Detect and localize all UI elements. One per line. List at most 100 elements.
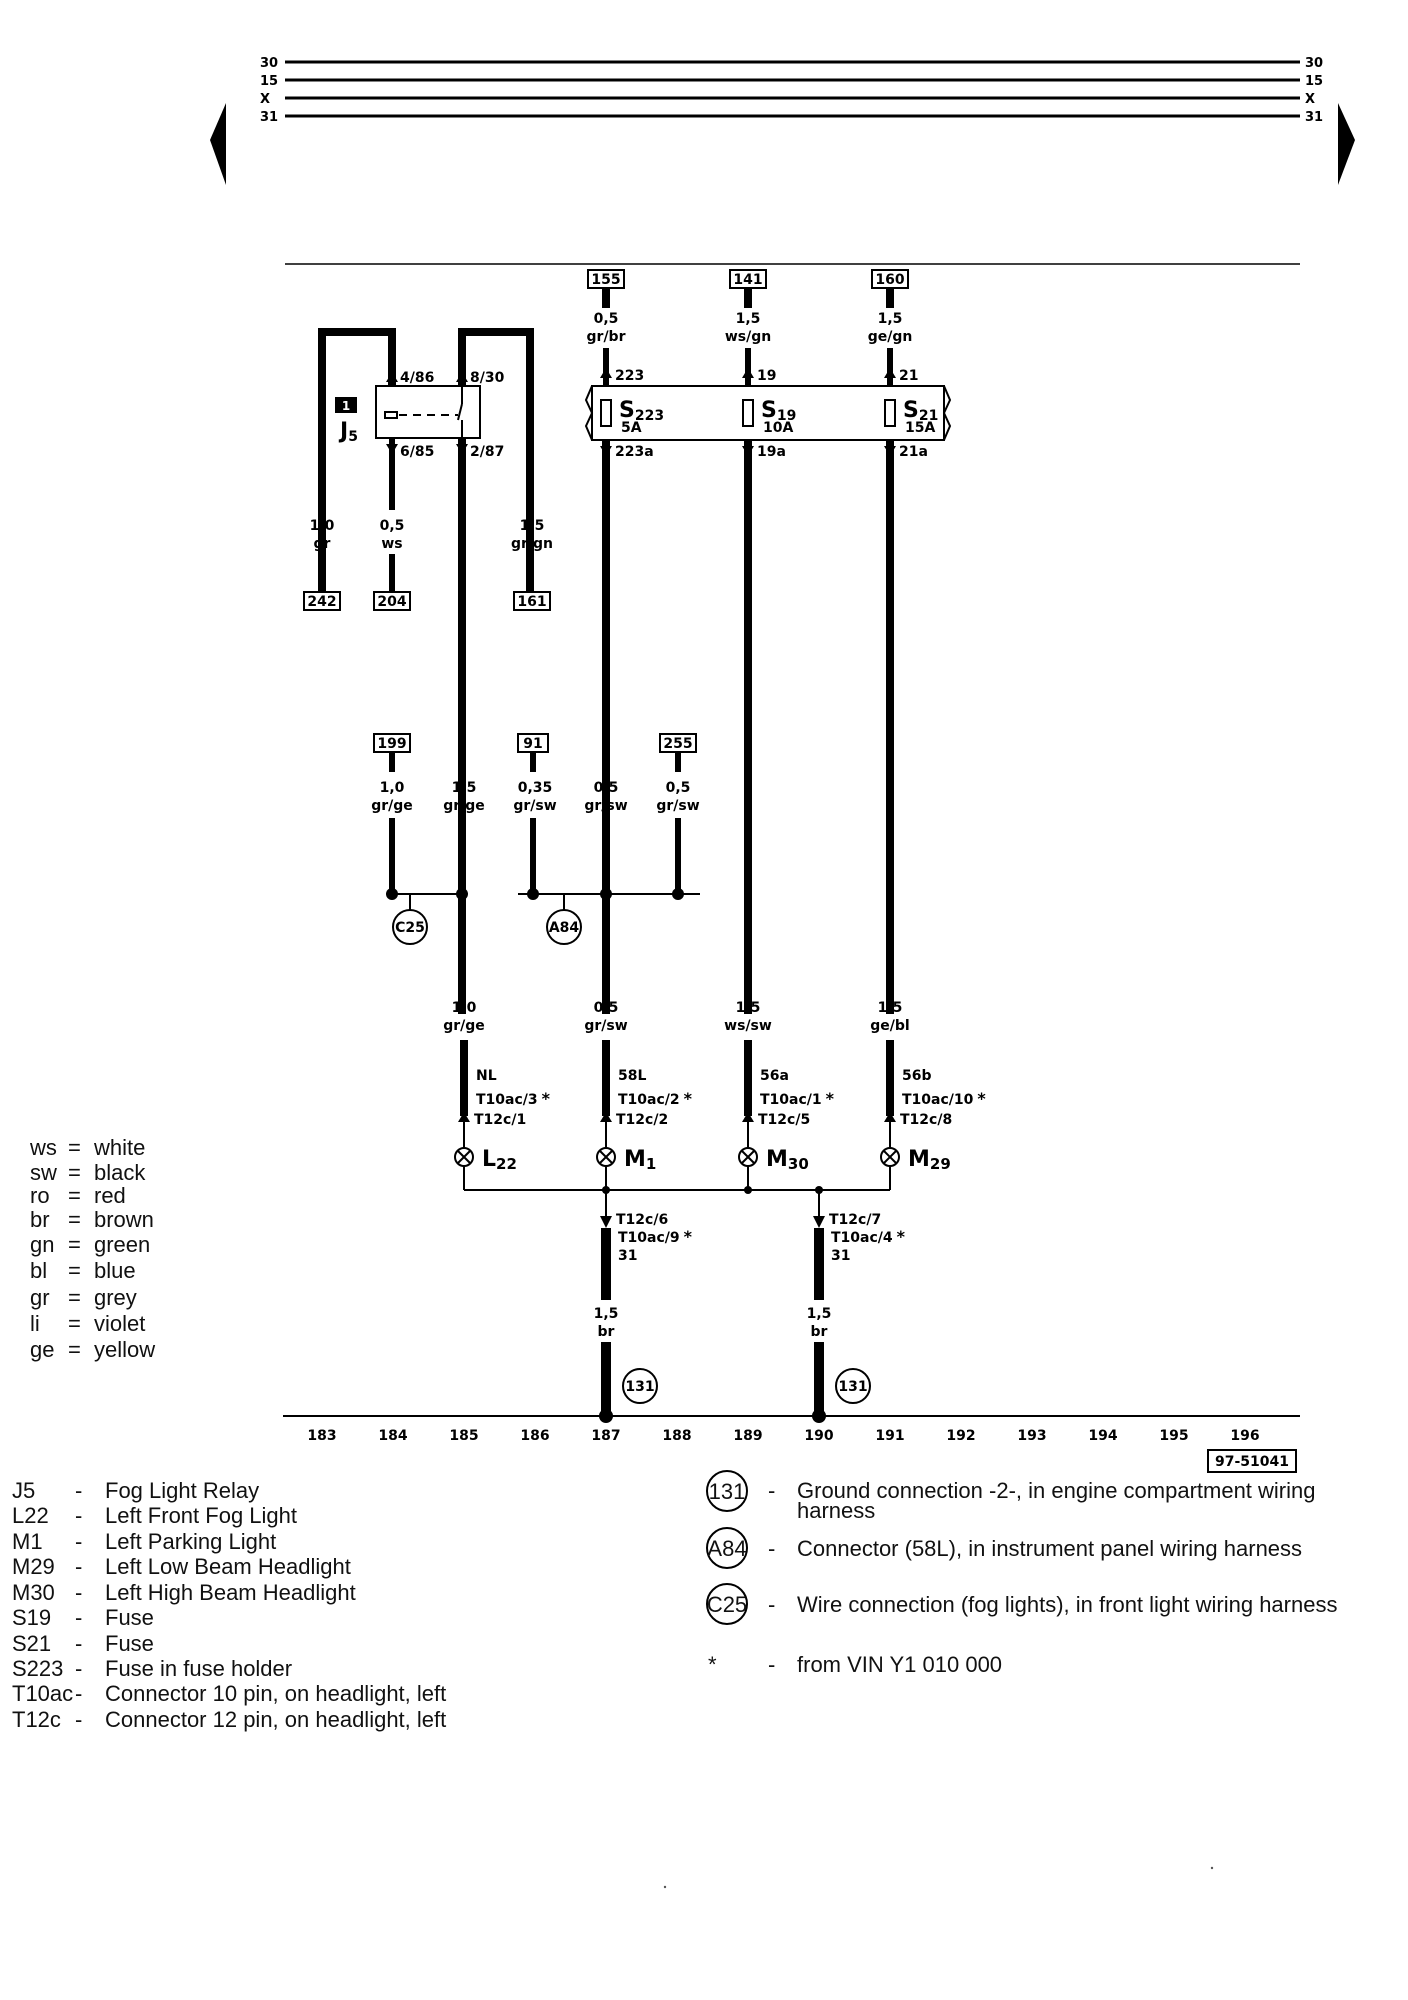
- connection-desc: Wire connection (fog lights), in front l…: [797, 1592, 1337, 1617]
- relay-badge: 1: [342, 399, 350, 413]
- ground-131-label-1: 131: [625, 1379, 654, 1395]
- component-dash: -: [75, 1707, 82, 1732]
- component-dash: -: [75, 1529, 82, 1554]
- ground-131-icon: [622, 1368, 658, 1404]
- connection-symbol: A84: [707, 1536, 746, 1561]
- legend-eq: =: [68, 1183, 81, 1208]
- lower-color-l22: gr/ge: [443, 1018, 485, 1034]
- ref-box-155: 155: [591, 272, 620, 288]
- legend-eq: =: [68, 1207, 81, 1232]
- component-dash: -: [75, 1656, 82, 1681]
- components-legend: J5 - Fog Light Relay L22 - Left Front Fo…: [12, 1478, 446, 1732]
- ref-box-242: 242: [307, 594, 336, 610]
- wire-color-204: ws: [381, 536, 402, 552]
- fuse-s223-name: S223: [619, 398, 664, 424]
- wire-gauge-242: 1,0: [310, 518, 335, 534]
- fuse-s19-amp: 10A: [763, 420, 793, 436]
- mid-color-a84-b: gr/sw: [584, 798, 627, 814]
- ground-1-gauge: 1,5: [594, 1306, 619, 1322]
- ref-box-160: 160: [875, 272, 904, 288]
- ref-box-141: 141: [733, 272, 762, 288]
- rail-label-x-right: X: [1305, 92, 1315, 107]
- wire-color-s19: ws/gn: [725, 329, 771, 345]
- t12-l22: T12c/1: [474, 1112, 526, 1128]
- legend-code: br: [30, 1207, 50, 1232]
- arrow-left-icon[interactable]: [210, 103, 226, 185]
- component-desc: Fog Light Relay: [105, 1478, 259, 1503]
- t12-m29: T12c/8: [900, 1112, 952, 1128]
- lower-gauge-m29: 1,5: [878, 1000, 903, 1016]
- relay-name: J5: [338, 419, 358, 445]
- track-184: 184: [378, 1428, 407, 1444]
- wire-gauge-s21: 1,5: [878, 311, 903, 327]
- connection-desc: from VIN Y1 010 000: [797, 1652, 1002, 1677]
- track-186: 186: [520, 1428, 549, 1444]
- connection-symbol: 131: [709, 1479, 746, 1504]
- t12-ground-1: T12c/6: [616, 1212, 668, 1228]
- component-desc: Left Low Beam Headlight: [105, 1554, 351, 1579]
- legend-eq: =: [68, 1232, 81, 1257]
- fuse-pin-223a: 223a: [615, 444, 654, 460]
- component-code: S223: [12, 1656, 63, 1681]
- ground-131-legend-icon: [706, 1470, 748, 1512]
- ref-box-255: 255: [663, 736, 692, 752]
- connection-symbol: *: [708, 1652, 717, 1677]
- power-rails: 30 15 X 31 30 15 X 31: [260, 56, 1323, 125]
- mid-color-a84-c: gr/sw: [656, 798, 699, 814]
- t10-ground-2: T10ac/4*: [831, 1227, 906, 1246]
- term-56a: 56a: [760, 1068, 789, 1084]
- lamp-m30: M30: [738, 1147, 809, 1173]
- relay-j5: 4/86 8/30 1 J5 6/85 2/87: [318, 328, 534, 1014]
- track-188: 188: [662, 1428, 691, 1444]
- t10-m1: T10ac/2*: [618, 1089, 693, 1108]
- mid-gauge-a84-c: 0,5: [666, 780, 691, 796]
- relay-pin-2-87: 2/87: [470, 444, 504, 460]
- arrow-right-icon[interactable]: [1338, 103, 1355, 185]
- term-58l: 58L: [618, 1068, 646, 1084]
- mid-color-c25-b: gr/ge: [443, 798, 485, 814]
- component-desc: Left High Beam Headlight: [105, 1580, 356, 1605]
- wire-gauge-204: 0,5: [380, 518, 405, 534]
- legend-eq: =: [68, 1160, 81, 1185]
- component-code: S21: [12, 1631, 51, 1656]
- connection-c25-legend-icon: [706, 1583, 748, 1625]
- legend-code: ro: [30, 1183, 50, 1208]
- component-desc: Left Parking Light: [105, 1529, 276, 1554]
- ground-1-color: br: [598, 1324, 615, 1340]
- connection-a84-icon: [546, 909, 582, 945]
- t10-m30: T10ac/1*: [760, 1089, 835, 1108]
- legend-color: red: [94, 1183, 126, 1208]
- fuse-s223-icon: [600, 399, 612, 427]
- track-187: 187: [591, 1428, 620, 1444]
- ground-2-gauge: 1,5: [807, 1306, 832, 1322]
- fuse-s223-amp: 5A: [621, 420, 642, 436]
- track-190: 190: [804, 1428, 833, 1444]
- connection-dash: -: [768, 1536, 775, 1561]
- legend-code: ge: [30, 1337, 54, 1362]
- component-desc: Fuse: [105, 1605, 154, 1630]
- track-185: 185: [449, 1428, 478, 1444]
- component-dash: -: [75, 1580, 82, 1605]
- relay-pin-4-86: 4/86: [400, 370, 434, 386]
- t10-ground-1: T10ac/9*: [618, 1227, 693, 1246]
- legend-code: li: [30, 1311, 40, 1336]
- lower-color-m1: gr/sw: [584, 1018, 627, 1034]
- wire-color-s21: ge/gn: [868, 329, 913, 345]
- connection-dash: -: [768, 1652, 775, 1677]
- legend-color: white: [93, 1135, 145, 1160]
- term-nl: NL: [476, 1068, 497, 1084]
- legend-code: bl: [30, 1258, 47, 1283]
- wire-color-s223: gr/br: [587, 329, 626, 345]
- legend-color: green: [94, 1232, 150, 1257]
- connection-c25-label: C25: [395, 920, 425, 936]
- fuse-holder: S223 5A S19 10A S21 15A: [584, 385, 952, 441]
- legend-color: black: [94, 1160, 146, 1185]
- connection-desc: Connector (58L), in instrument panel wir…: [797, 1536, 1302, 1561]
- legend-color: violet: [94, 1311, 145, 1336]
- component-code: L22: [12, 1503, 49, 1528]
- component-code: M30: [12, 1580, 55, 1605]
- fuse-pin-19: 19: [757, 368, 776, 384]
- connection-desc: Ground connection -2-, in engine compart…: [797, 1478, 1316, 1503]
- legend-color: grey: [94, 1285, 137, 1310]
- legend-code: gn: [30, 1232, 54, 1257]
